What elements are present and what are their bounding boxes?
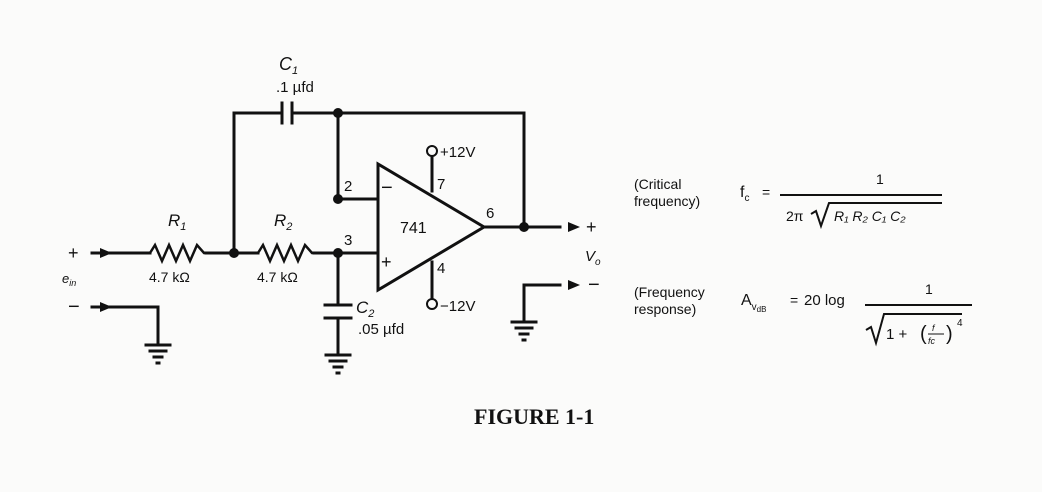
response-numerator: 1 [925,281,933,297]
equation-frequency-response: (Frequency response) AvdB = 20 log 1 1 +… [634,281,972,347]
input-label: ein [62,271,76,288]
pin-7-label: 7 [437,176,445,193]
response-exponent: 4 [957,318,963,329]
pin-6-label: 6 [486,205,494,222]
paren-right: ) [946,323,953,345]
c1-name: C1 [279,54,298,77]
arrows [100,222,580,312]
response-label-1: (Frequency [634,284,705,300]
output-plus: + [586,217,597,237]
opamp-minus: − [381,177,393,199]
supply-neg-terminal [426,298,438,310]
response-lhs: AvdB [741,292,766,314]
supply-pos-terminal [426,145,438,157]
ground-input-icon [144,343,172,365]
response-rhs: 20 log [804,292,845,309]
critical-denominator: 2π [786,208,804,224]
critical-label-1: (Critical [634,176,681,192]
figure-caption: FIGURE 1-1 [474,404,594,429]
pin-3-label: 3 [344,232,352,249]
c1-value: .1 µfd [276,79,314,96]
output-label: Vo [585,248,601,268]
critical-equals: = [762,184,770,200]
pin-2-label: 2 [344,178,352,195]
equation-critical-frequency: (Critical frequency) fc = 1 2π R₁ R₂ C₁ … [634,171,942,230]
capacitor-c2 [323,303,353,320]
pin-4-label: 4 [437,260,445,277]
c2-name: C2 [356,298,374,320]
opamp-model: 741 [400,220,427,237]
r2-value: 4.7 kΩ [257,269,298,285]
input-plus: + [68,243,79,263]
input-minus: − [68,296,80,318]
supply-neg-label: −12V [440,298,475,315]
critical-numerator: 1 [876,171,884,187]
critical-label-2: frequency) [634,193,700,209]
critical-radicand: R₁ R₂ C₁ C₂ [834,208,906,224]
c2-value: .05 µfd [358,321,404,338]
paren-left: ( [920,323,927,345]
supply-pos-label: +12V [440,144,475,161]
response-frac-num: f [932,323,936,333]
r1-value: 4.7 kΩ [149,269,190,285]
opamp-plus: + [381,252,392,272]
response-label-2: response) [634,301,696,317]
ground-c2-icon [324,353,352,375]
r2-name: R2 [274,211,292,233]
output-minus: − [588,274,600,296]
resistor-r2 [256,241,314,265]
response-equals: = [790,292,798,308]
resistor-r1 [148,241,206,265]
critical-lhs: fc [740,184,749,204]
response-den-one: 1 + [886,326,908,343]
ground-output-icon [510,320,538,342]
response-frac-den: fc [928,336,936,346]
opamp-triangle [376,161,487,293]
capacitor-c1 [280,101,294,125]
junction-dots [229,108,529,258]
r1-name: R1 [168,211,186,233]
